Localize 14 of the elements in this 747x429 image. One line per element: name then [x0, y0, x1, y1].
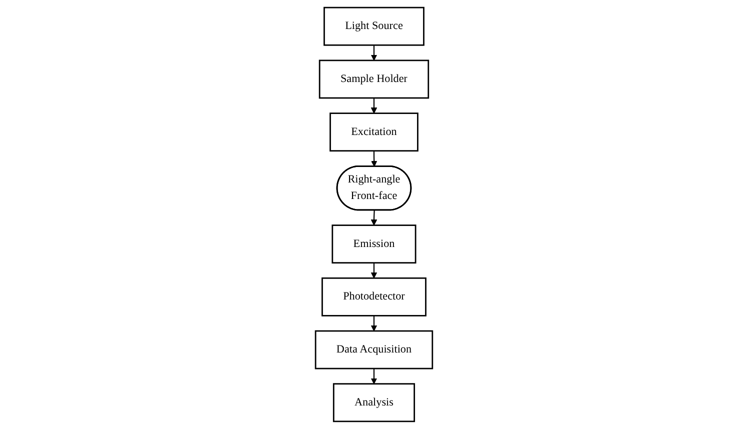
node-box: Emission: [331, 224, 416, 264]
arrow: [370, 368, 377, 384]
node-box: Sample Holder: [318, 60, 429, 99]
node-box: Data Acquisition: [314, 330, 433, 370]
arrow: [370, 262, 377, 278]
arrow: [370, 150, 377, 167]
arrow: [370, 316, 377, 332]
node-box: Excitation: [329, 112, 418, 152]
arrow: [370, 210, 377, 226]
arrow: [370, 98, 377, 114]
node-box: Light Source: [323, 6, 424, 46]
arrow: [370, 45, 377, 61]
node-box: Photodetector: [321, 277, 426, 316]
node-box: Analysis: [332, 383, 415, 422]
